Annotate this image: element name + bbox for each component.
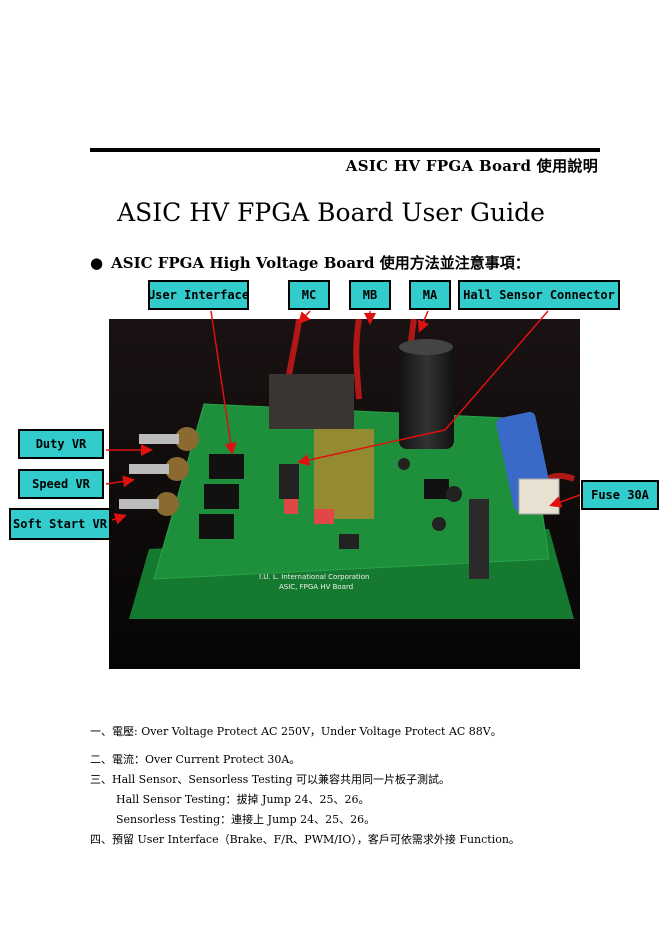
label-hall-sensor-connector: Hall Sensor Connector xyxy=(458,280,620,310)
label-mb: MB xyxy=(349,280,391,310)
notes-list: 一、電壓: Over Voltage Protect AC 250V，Under… xyxy=(90,722,520,850)
note-current: 二、電流：Over Current Protect 30A。 xyxy=(90,753,301,766)
label-duty-vr: Duty VR xyxy=(18,429,104,459)
note-testing: 三、Hall Sensor、Sensorless Testing 可以兼容共用同… xyxy=(90,773,451,786)
page-title: ASIC HV FPGA Board User Guide xyxy=(117,198,545,227)
header-rule xyxy=(90,148,600,152)
board-photo: I.U. L. International Corporation ASIC, … xyxy=(109,319,580,669)
section-heading: ● ASIC FPGA High Voltage Board 使用方法並注意事項： xyxy=(90,252,530,273)
bullet-icon: ● xyxy=(90,254,104,272)
label-mc: MC xyxy=(288,280,330,310)
silkscreen-line-2: ASIC, FPGA HV Board xyxy=(279,583,353,591)
note-voltage: 一、電壓: Over Voltage Protect AC 250V，Under… xyxy=(90,725,502,738)
section-heading-text: ASIC FPGA High Voltage Board 使用方法並注意事項： xyxy=(111,254,530,272)
label-user-interface: User Interface xyxy=(148,280,249,310)
label-speed-vr: Speed VR xyxy=(18,469,104,499)
document-header: ASIC HV FPGA Board 使用說明 xyxy=(345,157,598,175)
board-illustration: I.U. L. International Corporation ASIC, … xyxy=(109,319,580,669)
silkscreen-line-1: I.U. L. International Corporation xyxy=(259,573,369,581)
note-hall-sensor-testing: Hall Sensor Testing：拔掉 Jump 24、25、26。 xyxy=(116,793,370,806)
label-fuse: Fuse 30A xyxy=(581,480,659,510)
label-soft-start-vr: Soft Start VR xyxy=(9,508,111,540)
label-ma: MA xyxy=(409,280,451,310)
note-user-interface: 四、預留 User Interface（Brake、F/R、PWM/IO），客戶… xyxy=(90,833,520,846)
note-sensorless-testing: Sensorless Testing：連接上 Jump 24、25、26。 xyxy=(116,813,376,826)
